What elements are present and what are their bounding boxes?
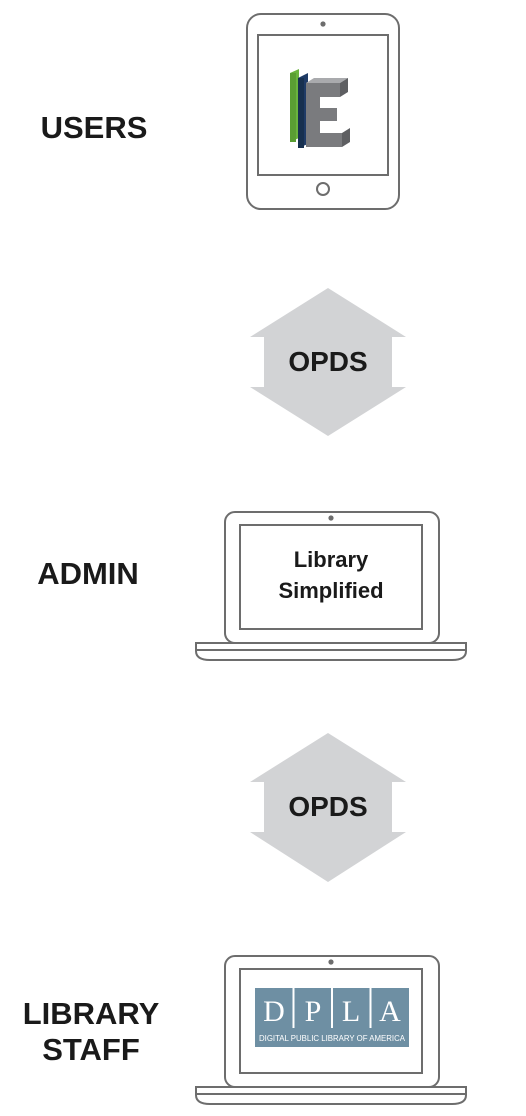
opds-connector-2-label: OPDS <box>288 791 367 822</box>
dpla-letter-p: P <box>305 995 322 1028</box>
library-staff-label-line1: LIBRARY <box>22 996 160 1031</box>
library-staff-label-line2: STAFF <box>42 1032 140 1067</box>
ebooks-logo-icon <box>290 69 350 148</box>
double-arrow-shape <box>250 733 406 882</box>
dpla-letter-l: L <box>342 995 360 1028</box>
admin-screen-text-line1: Library <box>294 547 369 572</box>
dpla-logo: D P L A DIGITAL PUBLIC LIBRARY OF AMERIC… <box>255 988 409 1047</box>
staff-laptop-camera-dot <box>328 959 334 965</box>
tablet-device <box>246 13 400 210</box>
dpla-letter-d: D <box>263 995 285 1028</box>
admin-screen-text-line2: Simplified <box>278 578 383 603</box>
tablet-home-button <box>316 182 330 196</box>
library-staff-label: LIBRARY STAFF <box>11 996 171 1068</box>
admin-laptop-camera-dot <box>328 515 334 521</box>
users-label: USERS <box>40 110 148 145</box>
opds-connector-1: OPDS <box>250 288 406 436</box>
dpla-letter-a: A <box>379 995 401 1028</box>
tablet-camera-dot <box>320 21 326 27</box>
staff-laptop-device: D P L A DIGITAL PUBLIC LIBRARY OF AMERIC… <box>195 955 467 1105</box>
opds-connector-1-label: OPDS <box>288 346 367 377</box>
opds-connector-2: OPDS <box>250 733 406 882</box>
admin-label: ADMIN <box>37 556 139 591</box>
admin-laptop-device: Library Simplified <box>195 511 467 661</box>
dpla-tagline: DIGITAL PUBLIC LIBRARY OF AMERICA <box>259 1034 406 1043</box>
double-arrow-shape <box>250 288 406 436</box>
